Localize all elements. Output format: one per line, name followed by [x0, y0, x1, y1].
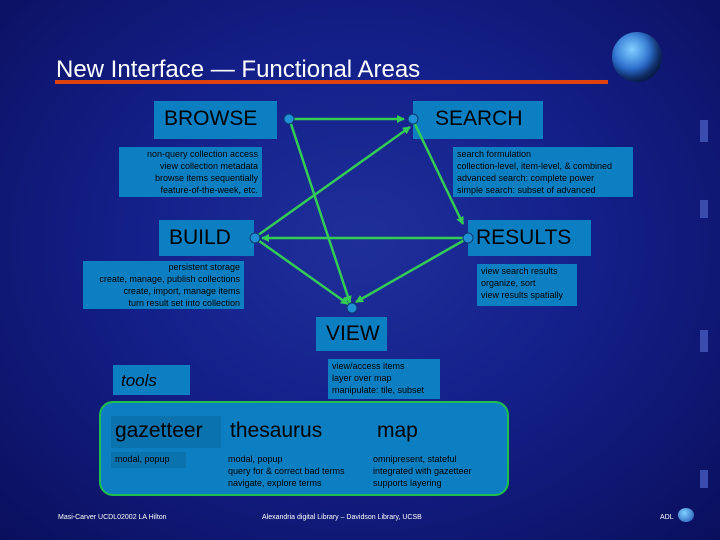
search-to-results-arrow: [411, 119, 465, 225]
connector-node: [407, 113, 419, 125]
map-description: omnipresent, stateful integrated with ga…: [369, 452, 494, 492]
globe-logo-icon: [612, 32, 662, 82]
browse-label: BROWSE: [164, 107, 258, 130]
gazetteer-box: gazetteer: [111, 416, 221, 448]
build-to-search-arrow: [253, 125, 411, 240]
footer-center: Alexandria digital Library – Davidson Li…: [262, 514, 422, 521]
thesaurus-box: thesaurus: [224, 413, 343, 449]
browse-description: non-query collection access view collect…: [119, 147, 262, 197]
connector-node: [462, 232, 474, 244]
tools-label: tools: [121, 371, 157, 390]
search-box: SEARCH: [413, 101, 543, 139]
thesaurus-description: modal, popup query for & correct bad ter…: [224, 452, 365, 492]
connector-node: [249, 232, 261, 244]
slide-title: New Interface — Functional Areas: [56, 56, 421, 83]
connector-node: [346, 302, 358, 314]
build-label: BUILD: [169, 226, 231, 249]
search-label: SEARCH: [435, 107, 523, 130]
gazetteer-description: modal, popup: [111, 452, 186, 468]
footer-left: Masi-Carver UCDL02002 LA Hilton: [58, 514, 167, 521]
edge-bar: [700, 330, 708, 352]
connector-node: [283, 113, 295, 125]
edge-bar: [700, 470, 708, 488]
edge-bar: [700, 120, 708, 142]
view-description: view/access items layer over map manipul…: [328, 359, 440, 399]
view-label: VIEW: [326, 322, 380, 345]
title-underline: [55, 80, 608, 84]
map-label: map: [377, 419, 418, 442]
small-globe-icon: [678, 508, 694, 522]
results-description: view search results organize, sort view …: [477, 264, 577, 306]
thesaurus-label: thesaurus: [230, 419, 323, 442]
search-description: search formulation collection-level, ite…: [453, 147, 633, 197]
results-box: RESULTS: [468, 220, 591, 256]
edge-bar: [700, 200, 708, 218]
build-to-view-arrow: [254, 236, 349, 306]
results-label: RESULTS: [476, 226, 572, 249]
footer-right: ADL: [660, 514, 674, 521]
map-box: map: [369, 413, 433, 449]
view-box: VIEW: [316, 317, 387, 351]
browse-box: BROWSE: [154, 101, 277, 139]
build-description: persistent storage create, manage, publi…: [83, 261, 244, 309]
tools-box: tools: [113, 365, 190, 395]
browse-to-view-arrow: [288, 120, 352, 304]
build-box: BUILD: [159, 220, 254, 256]
gazetteer-label: gazetteer: [115, 419, 203, 442]
results-to-view-arrow: [355, 236, 469, 304]
